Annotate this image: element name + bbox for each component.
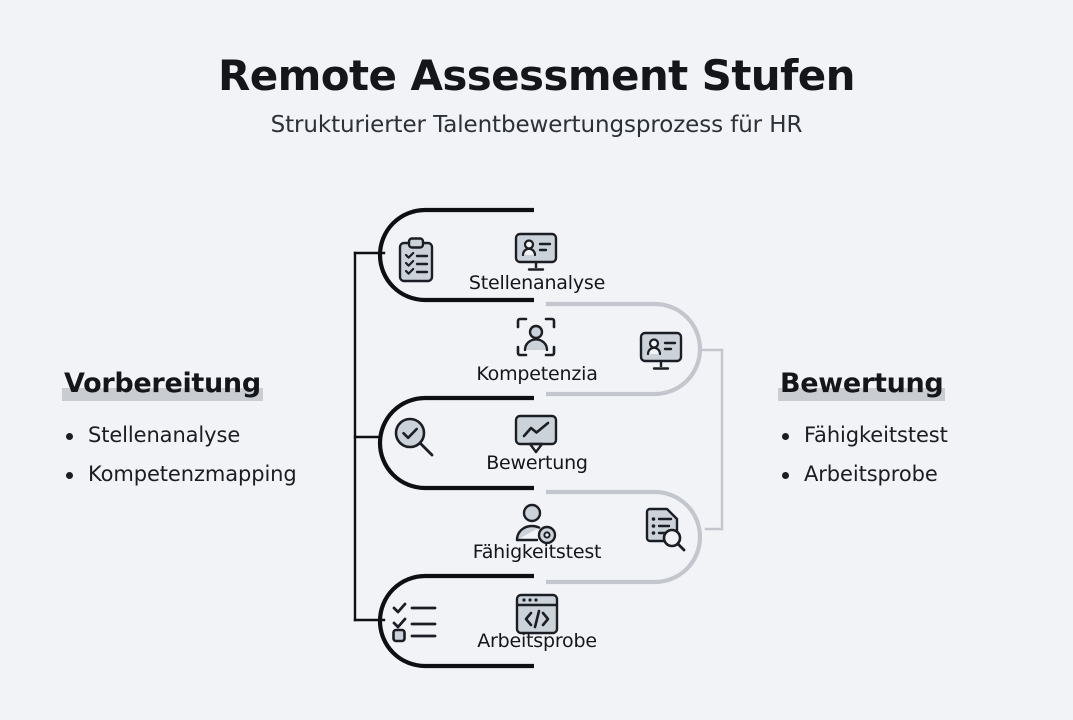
list-item-label: Fähigkeitstest <box>804 423 948 447</box>
monitor-profile-icon <box>639 331 683 370</box>
list-item-label: Kompetenzmapping <box>88 462 297 486</box>
stage-pill-faehigkeitstest[interactable] <box>546 489 703 585</box>
stage-pill-stellenanalyse[interactable] <box>377 207 534 303</box>
person-gear-icon <box>515 503 557 545</box>
stage-label-bewertung: Bewertung <box>486 452 588 474</box>
list-item: Stellenanalyse <box>62 423 362 447</box>
page-subtitle: Strukturierter Talentbewertungsprozess f… <box>270 112 803 139</box>
panel-left-heading-text: Vorbereitung <box>64 368 261 399</box>
right-bracket <box>698 348 724 531</box>
bullet-icon <box>782 433 789 440</box>
header: Remote Assessment Stufen Strukturierter … <box>0 0 1073 138</box>
panel-vorbereitung: Vorbereitung Stellenanalyse Kompetenzmap… <box>62 368 362 501</box>
stage-pill-arbeitsprobe[interactable] <box>377 573 534 669</box>
list-item: Kompetenzmapping <box>62 462 362 486</box>
face-scan-icon <box>516 317 556 357</box>
list-item-label: Stellenanalyse <box>88 423 241 447</box>
stage-pill-kompetenzia[interactable] <box>546 301 703 397</box>
bullet-icon <box>66 472 73 479</box>
monitor-profile-icon <box>514 232 558 271</box>
panel-right-list: Fähigkeitstest Arbeitsprobe <box>778 423 1068 486</box>
checklist-lines-icon <box>392 602 437 643</box>
heading-highlight-band <box>62 388 263 401</box>
clipboard-checklist-icon <box>398 237 434 283</box>
document-search-icon <box>645 507 686 552</box>
list-item: Fähigkeitstest <box>778 423 1068 447</box>
stage-label-arbeitsprobe: Arbeitsprobe <box>477 630 597 652</box>
panel-right-heading-text: Bewertung <box>780 368 944 399</box>
bullet-icon <box>782 472 789 479</box>
panel-right-heading: Bewertung <box>778 368 946 401</box>
panel-left-list: Stellenanalyse Kompetenzmapping <box>62 423 362 486</box>
list-item-label: Arbeitsprobe <box>804 462 938 486</box>
monitor-chart-icon <box>514 414 558 454</box>
code-browser-icon <box>515 593 559 635</box>
page-title: Remote Assessment Stufen <box>218 51 856 100</box>
panel-left-heading: Vorbereitung <box>62 368 263 401</box>
stage-pill-bewertung[interactable] <box>377 395 534 491</box>
panel-bewertung: Bewertung Fähigkeitstest Arbeitsprobe <box>778 368 1068 501</box>
magnifier-check-icon <box>394 417 434 457</box>
stage-label-stellenanalyse: Stellenanalyse <box>468 272 606 294</box>
list-item: Arbeitsprobe <box>778 462 1068 486</box>
stage-label-kompetenzia: Kompetenzia <box>476 363 598 385</box>
bullet-icon <box>66 433 73 440</box>
heading-highlight-band <box>778 388 946 401</box>
stage-label-faehigkeitstest: Fähigkeitstest <box>472 541 602 563</box>
